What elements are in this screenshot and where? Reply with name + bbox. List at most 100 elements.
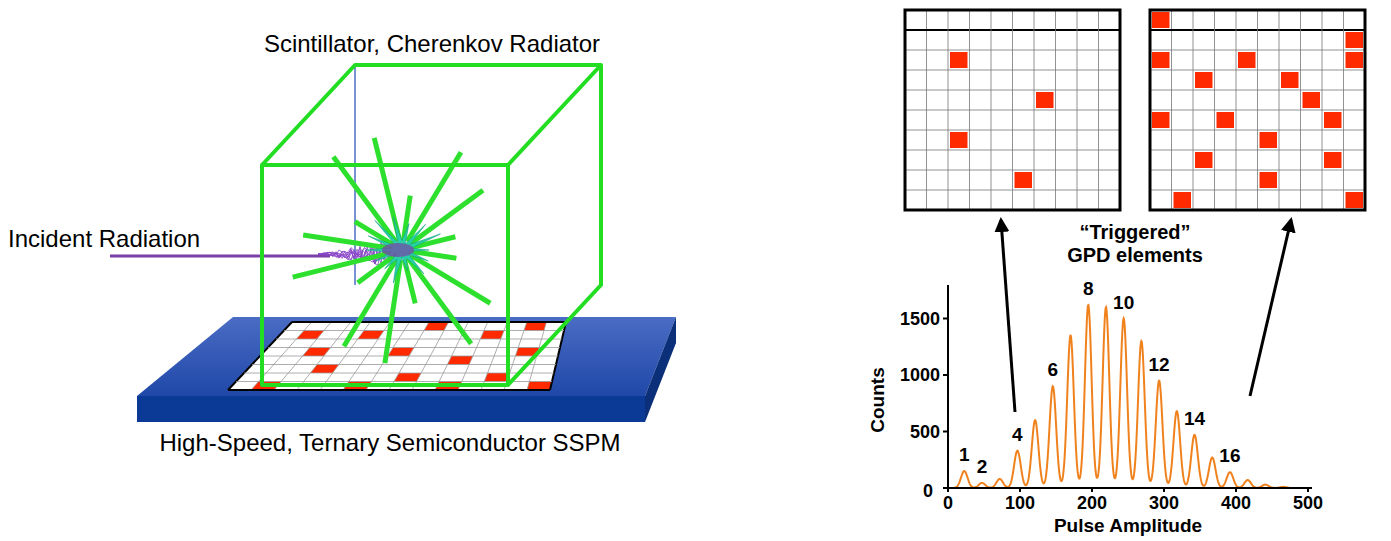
grid-face bbox=[905, 10, 1120, 210]
triggered-element bbox=[1174, 192, 1192, 208]
peak-number: 4 bbox=[1012, 424, 1023, 446]
grid-line bbox=[1150, 190, 1365, 191]
annotation-label: “Triggered” GPD elements bbox=[1055, 221, 1215, 267]
grid-face bbox=[1150, 10, 1365, 210]
axis-tick-label: 100 bbox=[1005, 493, 1035, 514]
grid-frame bbox=[1150, 10, 1365, 210]
triggered-pixel bbox=[484, 373, 509, 382]
axis-tick-label: 0 bbox=[943, 493, 953, 514]
triggered-element bbox=[1346, 192, 1364, 208]
particle-shower bbox=[293, 138, 491, 363]
tick-mark bbox=[943, 374, 948, 376]
peak-number: 1 bbox=[959, 444, 970, 466]
grid-line bbox=[252, 364, 556, 365]
triggered-pixel bbox=[524, 322, 546, 331]
grid-line bbox=[905, 110, 1120, 111]
triggered-element bbox=[1324, 112, 1342, 128]
grid-line bbox=[1300, 10, 1301, 210]
triggered-pixel bbox=[303, 348, 331, 357]
grid-line bbox=[905, 150, 1120, 151]
grid-line bbox=[260, 356, 558, 357]
peak-number: 14 bbox=[1184, 408, 1205, 430]
grid-line bbox=[905, 170, 1120, 171]
grid-line bbox=[1343, 10, 1344, 210]
tick-mark bbox=[943, 318, 948, 320]
grid-line bbox=[268, 347, 560, 348]
gpd-grid bbox=[905, 10, 1120, 210]
triggered-element bbox=[1152, 112, 1170, 128]
grid-frame bbox=[905, 10, 1120, 210]
axis-tick-label: 500 bbox=[910, 421, 940, 442]
triggered-element bbox=[1238, 52, 1256, 68]
tick-mark bbox=[947, 488, 949, 492]
triggered-element bbox=[1260, 132, 1278, 148]
component-label: Incident Radiation bbox=[8, 225, 200, 253]
pointer-arrow bbox=[1250, 220, 1291, 396]
grid-line bbox=[276, 339, 562, 340]
grid-line bbox=[905, 190, 1120, 191]
grid-line bbox=[1077, 10, 1078, 210]
grid-line bbox=[228, 389, 550, 391]
axis-tick-label: 500 bbox=[1293, 493, 1323, 514]
axis-tick-label: 400 bbox=[1221, 493, 1251, 514]
component-label: High-Speed, Ternary Semiconductor SSPM bbox=[159, 429, 620, 457]
triggered-element bbox=[950, 52, 968, 68]
cherenkov-ray bbox=[293, 252, 393, 277]
peak-number: 6 bbox=[1048, 359, 1059, 381]
triggered-element bbox=[1281, 72, 1299, 88]
triggered-element bbox=[1036, 92, 1054, 108]
sspm-slab-front bbox=[137, 396, 645, 422]
incident-radiation-line bbox=[110, 255, 330, 258]
grid-line bbox=[1150, 150, 1365, 151]
triggered-element bbox=[1195, 72, 1213, 88]
component-label: Scintillator, Cherenkov Radiator bbox=[264, 30, 600, 58]
triggered-element bbox=[1346, 52, 1364, 68]
grid-line bbox=[1150, 130, 1365, 131]
axis-tick-label: 1000 bbox=[900, 365, 940, 386]
cherenkov-ray bbox=[410, 190, 483, 244]
axis-tick-label: 200 bbox=[1077, 493, 1107, 514]
triggered-element bbox=[1303, 92, 1321, 108]
shower-core bbox=[382, 243, 414, 257]
peak-number: 2 bbox=[977, 456, 988, 478]
triggered-element bbox=[1324, 152, 1342, 168]
axis-title: Pulse Amplitude bbox=[1054, 515, 1202, 537]
pointer-arrow bbox=[1001, 220, 1015, 412]
triggered-element bbox=[1015, 172, 1033, 188]
peak-number: 10 bbox=[1113, 292, 1134, 314]
triggered-element bbox=[1195, 152, 1213, 168]
triggered-element bbox=[1152, 52, 1170, 68]
triggered-pixel bbox=[358, 331, 384, 340]
triggered-element bbox=[1152, 12, 1170, 28]
triggered-pixel bbox=[310, 365, 338, 374]
peak-number: 12 bbox=[1149, 354, 1170, 376]
triggered-element bbox=[950, 132, 968, 148]
axis-title: Counts bbox=[867, 367, 889, 432]
peak-number: 16 bbox=[1219, 445, 1240, 467]
triggered-element bbox=[1260, 172, 1278, 188]
gpd-grid bbox=[1150, 10, 1365, 210]
tick-mark bbox=[1235, 488, 1237, 492]
axis-tick-label: 0 bbox=[923, 481, 933, 502]
y-axis bbox=[947, 285, 949, 488]
grid-line bbox=[292, 321, 566, 323]
grid-line bbox=[1279, 10, 1280, 210]
pulse-height-chart bbox=[943, 285, 1312, 492]
axis-tick-label: 300 bbox=[1149, 493, 1179, 514]
spectrum-curve bbox=[948, 305, 1308, 488]
triggered-element bbox=[1346, 32, 1364, 48]
tick-mark bbox=[1163, 488, 1165, 492]
cherenkov-ray bbox=[408, 258, 471, 344]
grid-line bbox=[1055, 10, 1056, 210]
grid-line bbox=[1098, 10, 1099, 210]
grid-line bbox=[1322, 10, 1323, 210]
x-axis bbox=[948, 487, 1312, 489]
grid-line bbox=[1150, 110, 1365, 111]
cherenkov-ray bbox=[333, 157, 396, 242]
grid-line bbox=[236, 381, 552, 382]
grid-line bbox=[284, 330, 564, 331]
grid-line bbox=[905, 130, 1120, 131]
scintillation-burst bbox=[366, 217, 440, 283]
